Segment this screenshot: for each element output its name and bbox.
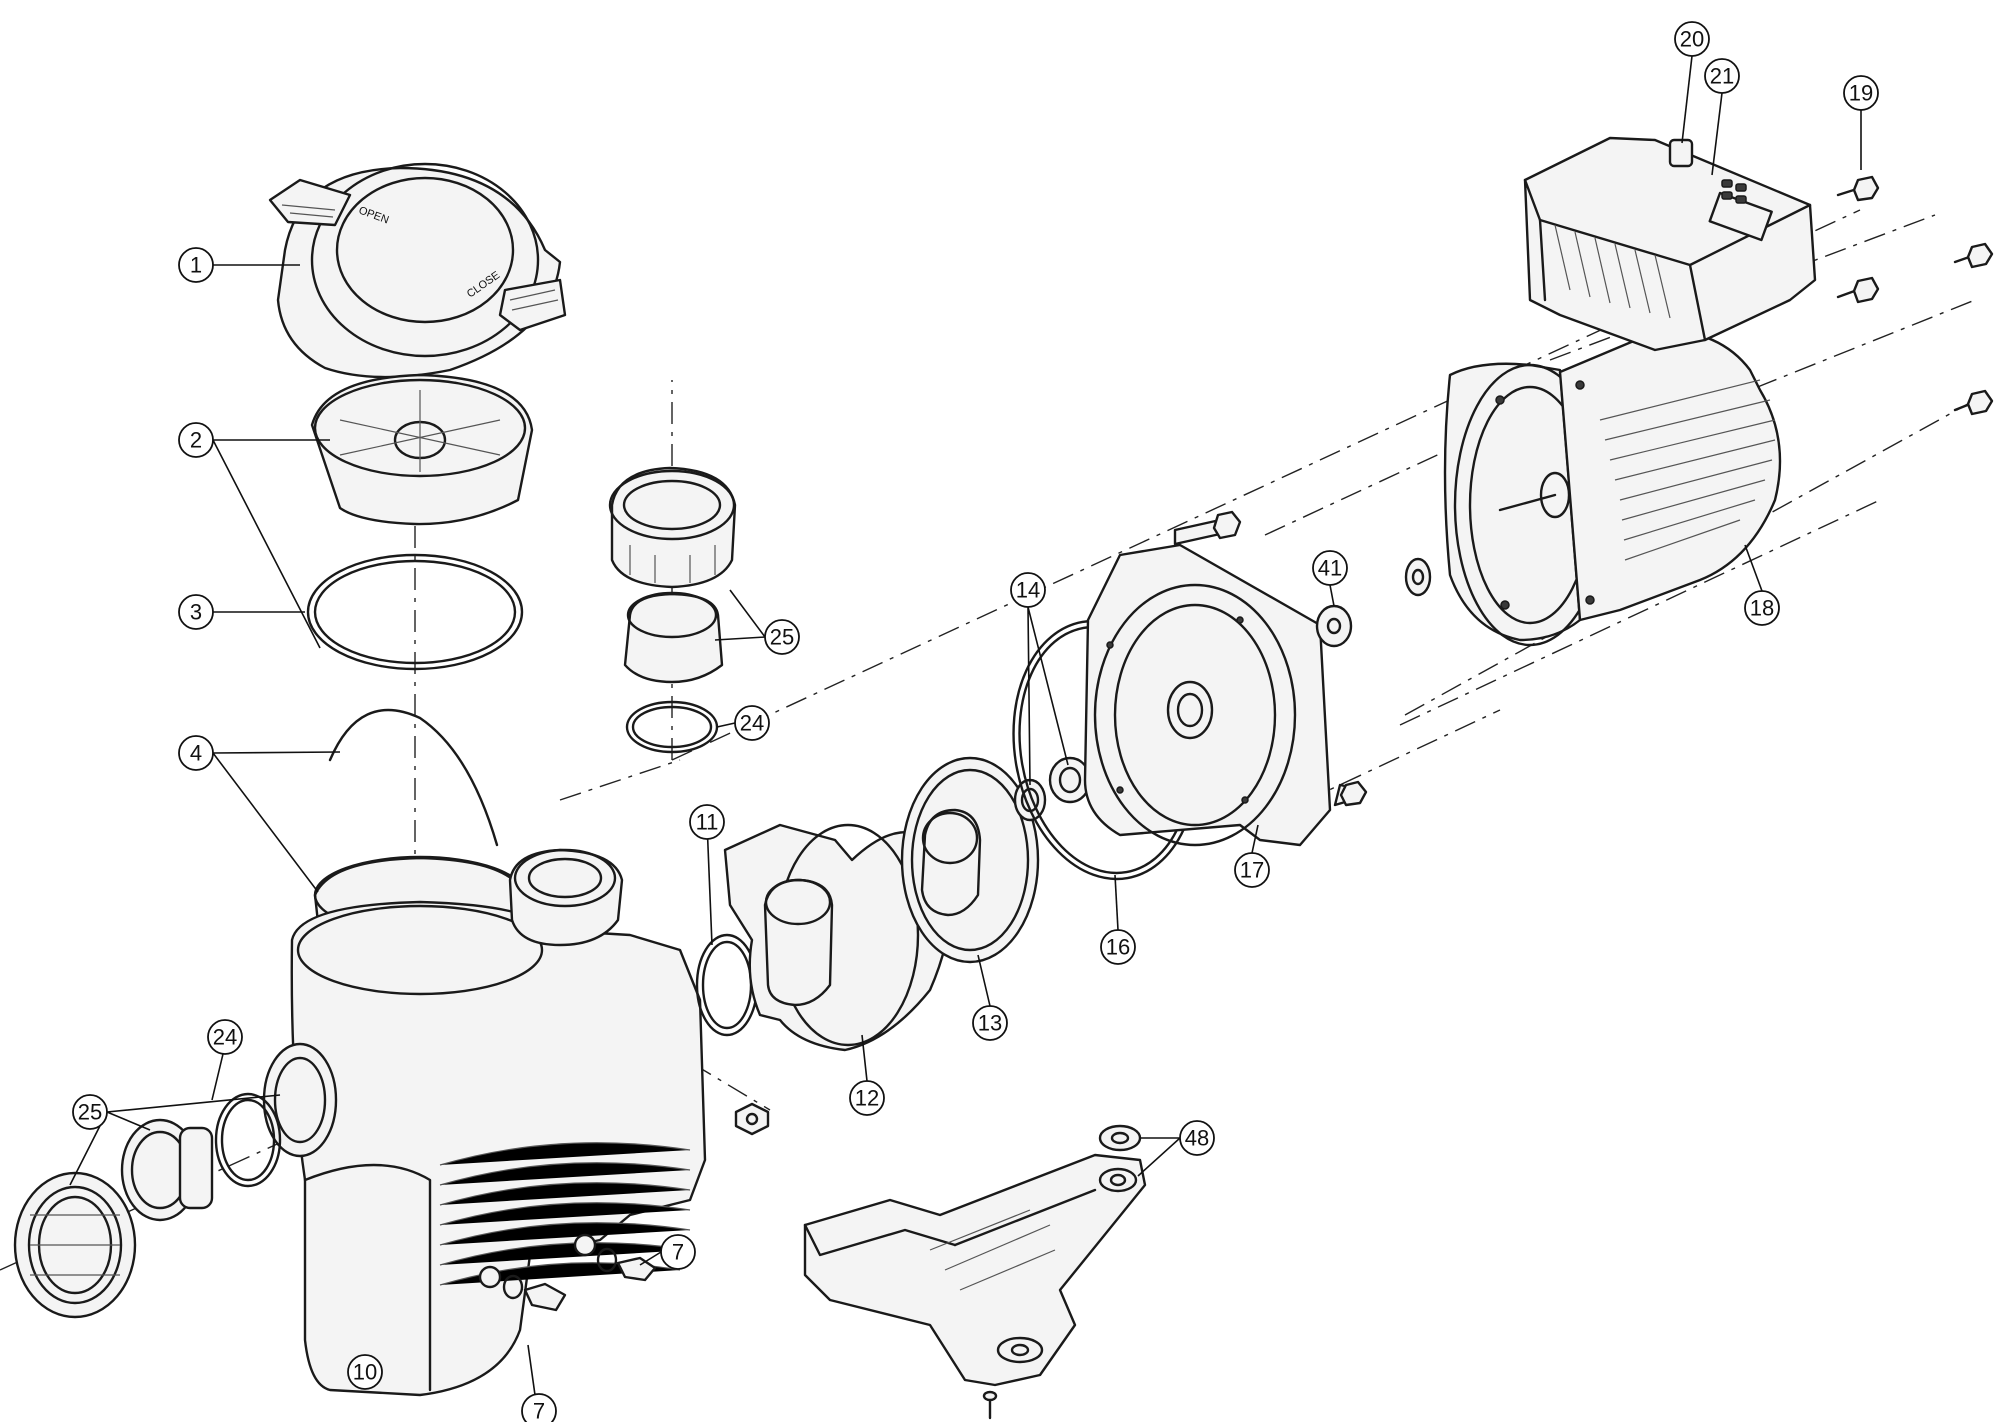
callout-7-upper: 7 (660, 1234, 696, 1270)
callouts: 1 2 3 4 7 7 10 11 12 13 14 16 17 18 19 2… (72, 21, 1879, 1422)
svg-text:1: 1 (190, 253, 202, 278)
callout-3: 3 (178, 594, 214, 630)
diffuser-o-ring-icon (695, 933, 759, 1037)
controller-icon (1523, 136, 1817, 352)
suction-union-o-ring-inner (220, 1098, 276, 1182)
callout-12: 12 (849, 1080, 885, 1116)
suction-union-tail-icon (120, 1118, 214, 1222)
suction-union-nut-icon (13, 1171, 137, 1319)
bolt-icon (1173, 510, 1242, 546)
lid-o-ring-inner (313, 559, 517, 665)
bolt-lower-icon (1333, 780, 1368, 807)
discharge-union-o-ring-inner (631, 705, 713, 749)
callout-1: 1 (178, 247, 214, 283)
svg-text:19: 19 (1849, 81, 1873, 106)
suction-port-icon (262, 1042, 338, 1158)
callout-20: 20 (1674, 21, 1710, 57)
svg-text:24: 24 (740, 711, 764, 736)
motor-icon (1443, 328, 1782, 647)
motor-bolt-icon (1836, 175, 1994, 416)
callout-16: 16 (1100, 929, 1136, 965)
svg-text:12: 12 (855, 1086, 879, 1111)
strainer-cover-icon (310, 373, 534, 526)
drain-plug-upper-icon (573, 1233, 657, 1282)
svg-text:7: 7 (672, 1240, 684, 1265)
svg-text:24: 24 (213, 1025, 237, 1050)
callout-7-lower: 7 (521, 1393, 557, 1422)
callout-10: 10 (347, 1354, 383, 1390)
svg-text:13: 13 (978, 1011, 1002, 1036)
lid-o-ring-icon (306, 553, 524, 671)
callout-24-discharge: 24 (734, 705, 770, 741)
seal-plate-icon (1083, 543, 1332, 847)
mechanical-seal-icon (1013, 756, 1092, 822)
svg-text:10: 10 (353, 1360, 377, 1385)
pump-base-icon (803, 1153, 1147, 1387)
svg-text:20: 20 (1680, 27, 1704, 52)
svg-text:7: 7 (533, 1399, 545, 1422)
callout-41: 41 (1312, 550, 1348, 586)
callout-25-discharge: 25 (764, 619, 800, 655)
svg-text:14: 14 (1016, 578, 1040, 603)
base-screw-icon (982, 1390, 998, 1420)
drain-plug-lower-icon (478, 1265, 567, 1312)
callout-24-suction: 24 (207, 1019, 243, 1055)
svg-text:4: 4 (190, 741, 202, 766)
discharge-union-nut-icon (608, 466, 737, 589)
lid-icon: OPEN CLOSE (268, 162, 567, 379)
callout-13: 13 (972, 1005, 1008, 1041)
impeller-icon (900, 756, 1040, 964)
svg-text:2: 2 (190, 428, 202, 453)
svg-text:25: 25 (770, 625, 794, 650)
svg-text:3: 3 (190, 600, 202, 625)
leader-lines (69, 55, 1862, 1396)
svg-text:11: 11 (696, 810, 719, 835)
suction-union-o-ring-icon (214, 1092, 282, 1188)
callout-4: 4 (178, 735, 214, 771)
svg-text:17: 17 (1240, 858, 1264, 883)
callout-21: 21 (1704, 58, 1740, 94)
vibration-damper-icon (1098, 1124, 1142, 1193)
nut-icon (734, 1102, 770, 1136)
diffuser-o-ring-inner (701, 940, 753, 1030)
discharge-union-tail-icon (623, 591, 724, 684)
callout-17: 17 (1234, 852, 1270, 888)
callout-25-suction: 25 (72, 1094, 108, 1130)
callout-19: 19 (1843, 75, 1879, 111)
callout-14: 14 (1010, 572, 1046, 608)
svg-text:21: 21 (1710, 64, 1734, 89)
callout-11: 11 (689, 804, 725, 840)
diffuser-icon (723, 823, 952, 1052)
svg-text:25: 25 (78, 1100, 102, 1125)
pump-housing-icon (290, 900, 707, 1397)
svg-text:16: 16 (1106, 935, 1130, 960)
callout-2: 2 (178, 422, 214, 458)
discharge-port-icon (508, 848, 624, 947)
callout-48: 48 (1179, 1120, 1215, 1156)
callout-18: 18 (1744, 590, 1780, 626)
svg-text:18: 18 (1750, 596, 1774, 621)
basket-handle-icon (328, 708, 499, 847)
svg-text:41: 41 (1318, 556, 1342, 581)
svg-text:48: 48 (1185, 1126, 1209, 1151)
